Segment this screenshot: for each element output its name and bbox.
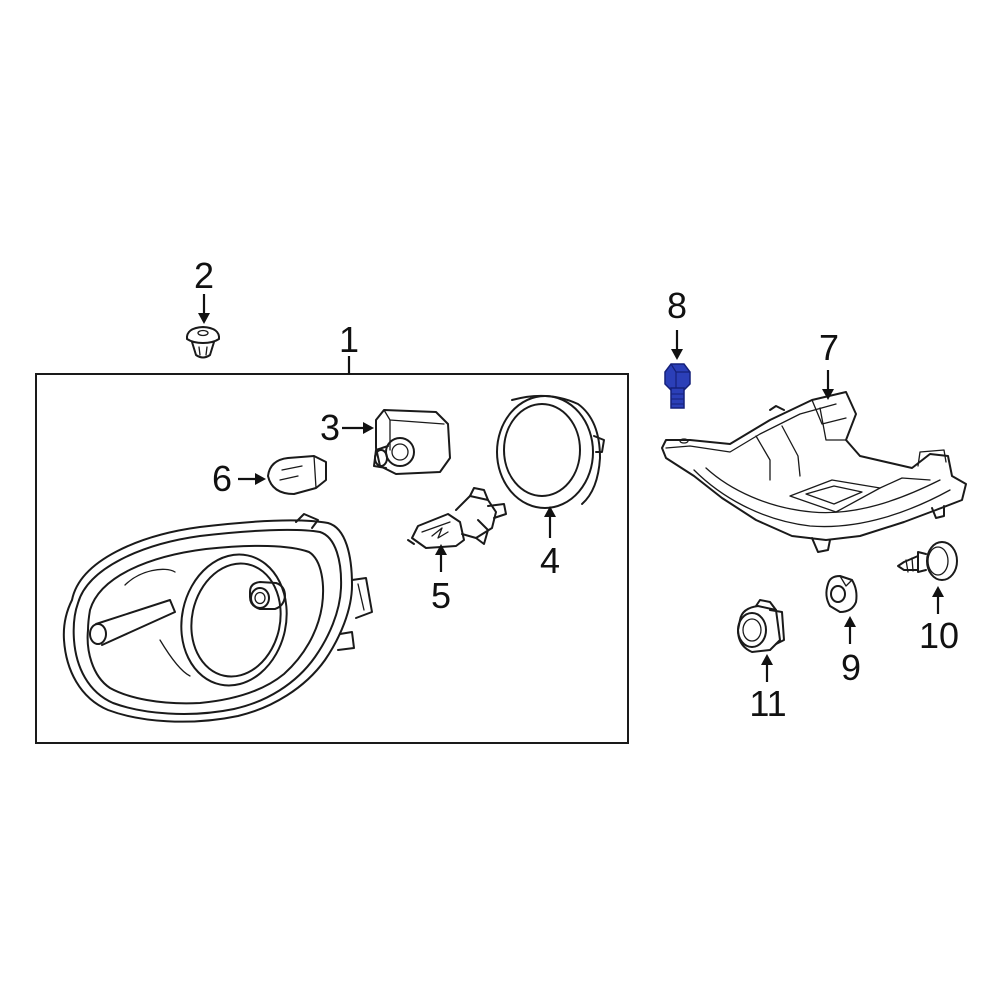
callout-2: 2 xyxy=(194,255,214,296)
mounting-bracket-part-7[interactable] xyxy=(661,391,967,553)
callout-4: 4 xyxy=(540,540,560,581)
callout-10: 10 xyxy=(919,615,959,656)
headlamp-assembly-box xyxy=(35,373,629,744)
dust-cap-part-4[interactable] xyxy=(496,394,605,509)
screw-part-10[interactable] xyxy=(897,541,958,581)
callout-6: 6 xyxy=(212,458,232,499)
headlamp-housing-part-1[interactable] xyxy=(62,513,373,723)
callout-7: 7 xyxy=(819,327,839,368)
nut-part-9[interactable] xyxy=(825,575,858,613)
bolt-part-8[interactable] xyxy=(664,363,691,409)
bolt-shank xyxy=(670,387,685,409)
bolt-head xyxy=(664,363,691,391)
callout-11: 11 xyxy=(749,683,786,724)
halogen-bulb-part-5[interactable] xyxy=(407,487,507,549)
adjuster-part-11[interactable] xyxy=(737,599,785,653)
push-clip-part-2[interactable] xyxy=(185,326,221,359)
callout-9: 9 xyxy=(841,647,861,688)
callout-8: 8 xyxy=(667,285,687,326)
callout-3: 3 xyxy=(320,407,340,448)
ballast-socket-part-3[interactable] xyxy=(373,409,451,475)
callout-5: 5 xyxy=(431,575,451,616)
callout-1: 1 xyxy=(339,319,359,360)
wedge-bulb-part-6[interactable] xyxy=(267,455,327,495)
